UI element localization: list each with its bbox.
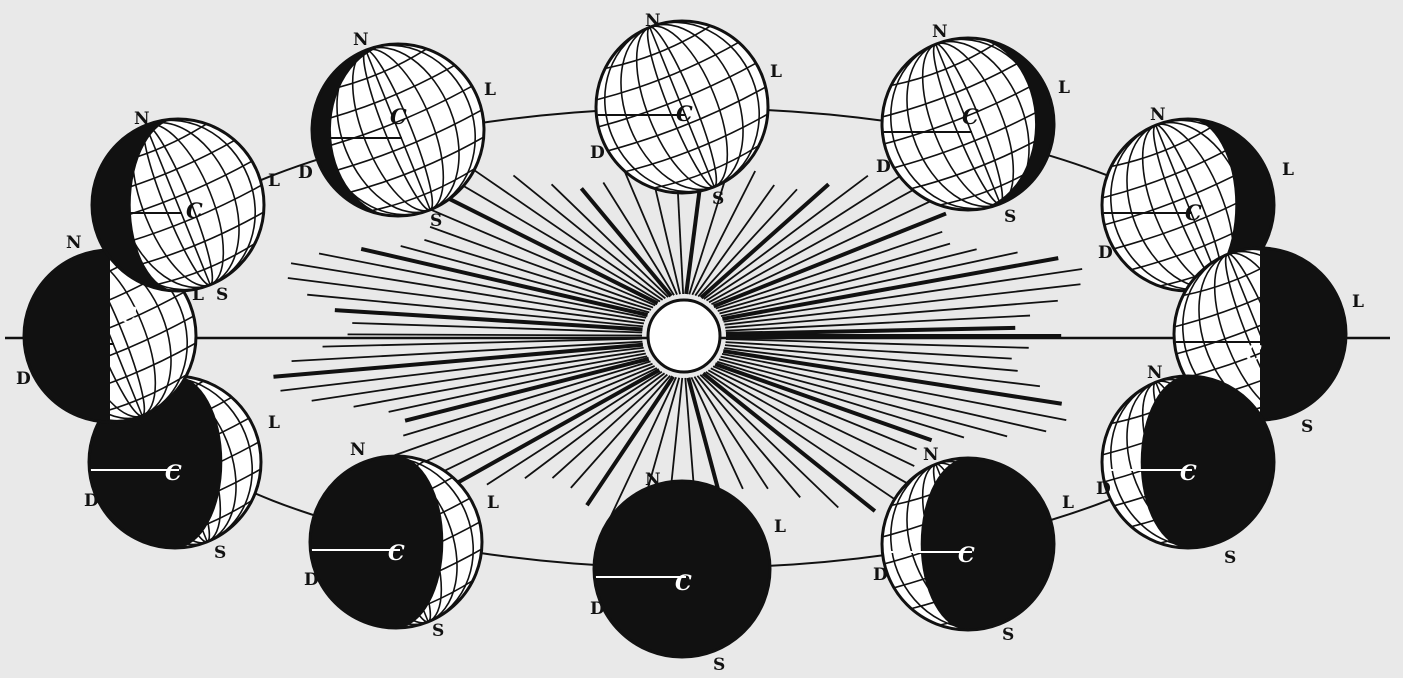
globe-label-c: C: [1245, 340, 1262, 365]
globe-label-d: D: [873, 565, 888, 585]
globe-label-s: S: [1002, 625, 1014, 645]
sun-ray: [348, 334, 642, 335]
globe-label-s: S: [1224, 548, 1236, 568]
sun-ray: [722, 354, 1066, 420]
globe-label-c: C: [186, 198, 203, 223]
sun-ray: [603, 182, 674, 295]
globe-label-d: D: [876, 157, 891, 177]
globe-label-n: N: [645, 11, 661, 31]
globe-label-s: S: [214, 543, 226, 563]
globe-label-l: L: [268, 413, 280, 433]
globe-label-n: N: [353, 30, 369, 50]
sun-ray: [427, 188, 657, 304]
sun-ray: [695, 185, 774, 296]
globe-label-l: L: [192, 285, 204, 305]
globe-label-d: D: [1098, 243, 1113, 263]
globe-label-d: D: [1096, 479, 1111, 499]
sun-ray: [319, 254, 646, 318]
globe-label-l: L: [484, 80, 496, 100]
globe-label-l: L: [774, 517, 786, 537]
night-side: [1260, 248, 1346, 420]
sun-ray: [726, 339, 1029, 348]
globe-label-n: N: [932, 22, 948, 42]
sun-ray: [708, 370, 913, 486]
sun: [648, 300, 720, 372]
globe-label-l: L: [268, 171, 280, 191]
night-side: [310, 456, 443, 628]
globe-label-l: L: [1352, 292, 1364, 312]
night-side: [24, 250, 110, 422]
globe-label-s: S: [712, 189, 724, 209]
globe-label-c: C: [390, 104, 407, 129]
globe-label-c: C: [676, 101, 693, 126]
globe-upper-left-1: N L D S C: [287, 18, 509, 241]
globe-label-c: C: [388, 540, 405, 565]
globe-label-d: D: [16, 369, 31, 389]
globe-label-d: D: [590, 143, 605, 163]
sun-ray: [395, 364, 653, 455]
sun-ray: [724, 348, 1040, 386]
sun-ray: [513, 175, 665, 298]
globe-label-l: L: [1282, 160, 1294, 180]
globe-lower-left-2: N L D S C: [285, 430, 507, 653]
globe-label-l: L: [770, 62, 782, 82]
sun-ray: [704, 176, 868, 299]
globe-label-n: N: [66, 233, 82, 253]
sun-ray: [487, 372, 662, 485]
globe-label-l: L: [1058, 78, 1070, 98]
sun-ray: [445, 370, 659, 490]
sun-ray: [716, 232, 942, 309]
sun-ray: [443, 174, 660, 302]
globe-label-c: C: [958, 542, 975, 567]
globe-label-s: S: [713, 655, 725, 675]
globe-label-n: N: [1150, 105, 1166, 125]
globe-label-c: C: [1180, 460, 1197, 485]
globe-bottom: N L D S C: [568, 455, 795, 678]
sun-ray: [273, 345, 642, 377]
globe-label-n: N: [1147, 363, 1163, 383]
globe-label-c: C: [675, 570, 692, 595]
globe-label-c: C: [962, 104, 979, 129]
globe-label-s: S: [216, 285, 228, 305]
sun-ray: [707, 172, 908, 301]
globe-label-n: N: [645, 470, 661, 490]
globe-label-d: D: [84, 491, 99, 511]
globe-label-d: D: [298, 163, 313, 183]
sun-ray: [691, 377, 742, 489]
globe-label-c: C: [120, 302, 137, 327]
globe-top: N L D S C: [571, 0, 793, 219]
night-side: [921, 458, 1054, 630]
sun-ray: [711, 368, 915, 466]
sun-ray: [430, 227, 653, 308]
globe-label-d: D: [590, 599, 605, 619]
globe-label-l: L: [1062, 493, 1074, 513]
sun-ray: [525, 373, 665, 478]
sun-ray: [711, 193, 947, 304]
globe-label-n: N: [923, 445, 939, 465]
sun-ray: [411, 368, 657, 487]
globe-lower-right-2: N L D S C: [857, 432, 1079, 655]
globe-label-c: C: [1185, 200, 1202, 225]
globe-label-s: S: [1004, 207, 1016, 227]
globe-label-d: D: [304, 570, 319, 590]
globe-label-l: L: [487, 493, 499, 513]
sun-ray: [323, 339, 643, 347]
sun-ray: [715, 364, 931, 440]
globe-label-s: S: [430, 211, 442, 231]
globe-label-n: N: [134, 109, 150, 129]
globe-label-s: S: [432, 621, 444, 641]
globe-label-c: C: [165, 460, 182, 485]
globe-label-n: N: [350, 440, 366, 460]
globe-label-s: S: [1301, 417, 1313, 437]
